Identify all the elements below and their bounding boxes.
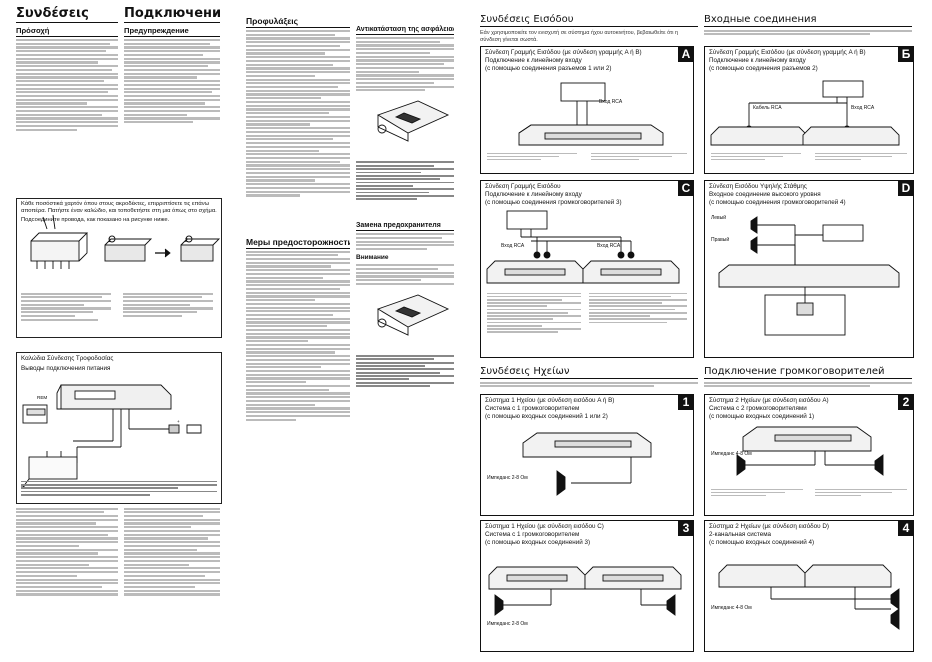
fuse-heading-el: Αντικατάσταση της ασφάλειας [356, 26, 454, 35]
panel-letter-b: Б [898, 46, 914, 62]
panel-d-title-el: Σύνδεση Εισόδου Υψηλής Στάθμης [709, 183, 807, 190]
speaker-panel-2-title-el: Σύστημα 2 Ηχείων (με σύνδεση εισόδου A) [709, 397, 829, 404]
page-title-ru: Подключение [124, 6, 220, 23]
terminal-wiring-box: Κάθε ποσόστικά χαρτόν όπου στους ακροδέκ… [16, 198, 222, 338]
speaker-panel-2-subtitle: (с помощью входных соединений 1) [709, 413, 815, 420]
text-block [16, 39, 118, 131]
precautions-heading-ru: Меры предосторожности [246, 236, 350, 249]
svg-text:2: 2 [185, 238, 188, 244]
terminal-block-illustration: 1 2 [30, 214, 221, 269]
speaker-panel-4: 4 Σύστημα 2 Ηχείων (με σύνδεση εισόδου D… [704, 520, 914, 652]
speaker-panel-4-impedance: Импеданс 4-8 Ом [711, 605, 752, 611]
wiring-instructions-ru: Подсоедините провода, как показано на ри… [21, 217, 170, 223]
speaker-panel-3-title-el: Σύστημα 1 Ηχείου (με σύνδεση εισόδου C) [485, 523, 604, 530]
speaker-panel-3-subtitle: (с помощью входных соединений 3) [485, 539, 591, 546]
speaker-panel-1-title-ru: Система с 1 громкоговорителем [485, 405, 580, 412]
speaker-title-el: Συνδέσεις Ηχείων [480, 366, 698, 379]
warning-heading-ru: Предупреждение [124, 26, 220, 37]
speaker-panel-1-diagram [522, 432, 652, 496]
fuse-heading-ru: Замена предохранителя [356, 222, 454, 232]
speaker-panel-1-impedance: Импеданс 2-8 Ом [487, 475, 528, 481]
input-connections-header-ru: Входные соединения [704, 14, 912, 36]
panel-c-diagram [486, 210, 680, 284]
speaker-panel-3-impedance: Импеданс 2-8 Ом [487, 621, 528, 627]
panel-b-title-el: Σύνδεση Γραμμής Εισόδου (με σύνδεση γραμ… [709, 49, 866, 56]
panel-b-label-rca-in: Вход RCA [851, 105, 875, 111]
input-connections-header-el: Συνδέσεις Εισόδου Εάν χρησιμοποιείτε τον… [480, 14, 698, 43]
speaker-panel-3-title-ru: Система с 1 громкоговорителем [485, 531, 580, 538]
panel-c-label-in-right: Вход RCA [597, 243, 621, 249]
input-panel-b: Б Σύνδεση Γραμμής Εισόδου (με σύνδεση γρ… [704, 46, 914, 174]
precautions-heading-el: Προφυλάξεις [246, 16, 350, 28]
input-intro-el: Εάν χρησιμοποιείτε τον ενισχυτή σε σύστη… [480, 30, 679, 43]
panel-b-label-cable: Кабель RCA [753, 105, 782, 111]
speaker-panel-3: 3 Σύστημα 1 Ηχείου (με σύνδεση εισόδου C… [480, 520, 694, 652]
note-heading-ru: Внимание [356, 254, 389, 262]
panel-d-subtitle: (с помощью соединения громкоговорителей … [709, 199, 846, 206]
speaker-panel-4-diagram [718, 564, 900, 630]
power-heading-ru: Выводы подключения питания [21, 364, 111, 372]
speaker-connections-header-el: Συνδέσεις Ηχείων [480, 366, 698, 388]
russian-connections-column: Подключение Предупреждение [124, 6, 220, 125]
panel-a-label-rca-in: Вход RCA [599, 99, 623, 105]
panel-letter-d: D [898, 180, 914, 196]
speaker-panel-num-2: 2 [898, 394, 914, 410]
panel-d-label-right: Правый [711, 237, 730, 243]
svg-text:REM: REM [37, 395, 47, 400]
panel-c-subtitle: (с помощью соединения громкоговорителей … [485, 199, 622, 206]
panel-c-title-el: Σύνδεση Γραμμής Εισόδου [485, 183, 561, 190]
text-block [124, 39, 220, 124]
fuse-illustration-el [376, 100, 450, 143]
notes-ru-bottom [124, 506, 220, 597]
input-panel-c: C Σύνδεση Γραμμής Εισόδου Подключение к … [480, 180, 694, 358]
speaker-panel-1: 1 Σύστημα 1 Ηχείου (με σύνδεση εισόδου A… [480, 394, 694, 516]
input-panel-a: A Σύνδεση Γραμμής Εισόδου (με σύνδεση γρ… [480, 46, 694, 174]
input-title-el: Συνδέσεις Εισόδου [480, 14, 698, 27]
panel-d-label-left: Левый [711, 215, 727, 221]
svg-text:+: + [177, 419, 180, 424]
power-wiring-diagram: REM + [21, 384, 202, 488]
input-title-ru: Входные соединения [704, 14, 912, 27]
panel-letter-a: A [678, 46, 694, 62]
page-title-el: Συνδέσεις [16, 6, 118, 23]
panel-a-title-ru: Подключение к линейному входу [485, 57, 582, 64]
speaker-panel-4-title-ru: 2-канальная система [709, 531, 772, 538]
wiring-instructions-el: Κάθε ποσόστικά χαρτόν όπου στους ακροδέκ… [21, 201, 217, 214]
fuse-column: Αντικατάσταση της ασφάλειας Замена предо… [356, 6, 454, 388]
panel-letter-c: C [678, 180, 694, 196]
speaker-panel-1-title-el: Σύστημα 1 Ηχείου (με σύνδεση εισόδου A ή… [485, 397, 615, 404]
speaker-panel-4-title-el: Σύστημα 2 Ηχείων (με σύνδεση εισόδου D) [709, 523, 830, 530]
speaker-panel-num-3: 3 [678, 520, 694, 536]
speaker-panel-4-subtitle: (с помощью входных соединений 4) [709, 539, 815, 546]
panel-c-title-ru: Подключение к линейному входу [485, 191, 582, 198]
panel-d-diagram [718, 216, 900, 336]
panel-a-diagram [518, 82, 664, 146]
greek-connections-column: Συνδέσεις Πρόσοχή [16, 6, 118, 132]
speaker-title-ru: Подключение громкоговорителей [704, 366, 912, 379]
notes-el-bottom [16, 506, 118, 597]
speaker-panel-2: 2 Σύστημα 2 Ηχείων (με σύνδεση εισόδου A… [704, 394, 914, 516]
panel-a-subtitle: (с помощью соединения разъемов 1 или 2) [485, 65, 612, 72]
panel-a-title-el: Σύνδεση Γραμμής Εισόδου (με σύνδεση γραμ… [485, 49, 642, 56]
panel-d-title-ru: Входное соединение высокого уровня [709, 191, 821, 198]
panel-c-label-in-left: Вход RCA [501, 243, 525, 249]
precautions-el-column: Προφυλάξεις Меры предосторожности [246, 6, 350, 422]
panel-b-title-ru: Подключение к линейному входу [709, 57, 806, 64]
speaker-panel-2-diagram [736, 426, 884, 476]
svg-text:1: 1 [108, 238, 111, 244]
power-wiring-box: Καλώδια Σύνδεσης Τροφοδοσίας Выводы подк… [16, 352, 222, 504]
speaker-panel-num-4: 4 [898, 520, 914, 536]
panel-b-diagram [710, 80, 900, 146]
speaker-connections-header-ru: Подключение громкоговорителей [704, 366, 912, 388]
speaker-panel-1-subtitle: (с помощью входных соединений 1 или 2) [485, 413, 608, 420]
speaker-panel-2-title-ru: Система с 2 громкоговорителями [709, 405, 807, 412]
intro-heading-el: Πρόσοχή [16, 26, 118, 37]
speaker-panel-2-impedance: Импеданс 4-8 Ом [711, 451, 752, 457]
speaker-panel-3-diagram [488, 566, 682, 616]
fuse-illustration-ru [376, 294, 450, 336]
speaker-panel-num-1: 1 [678, 394, 694, 410]
input-panel-d: D Σύνδεση Εισόδου Υψηλής Στάθμης Входное… [704, 180, 914, 358]
power-heading-el: Καλώδια Σύνδεσης Τροφοδοσίας [21, 355, 114, 362]
panel-b-subtitle: (с помощью соединения разъемов 2) [709, 65, 818, 72]
